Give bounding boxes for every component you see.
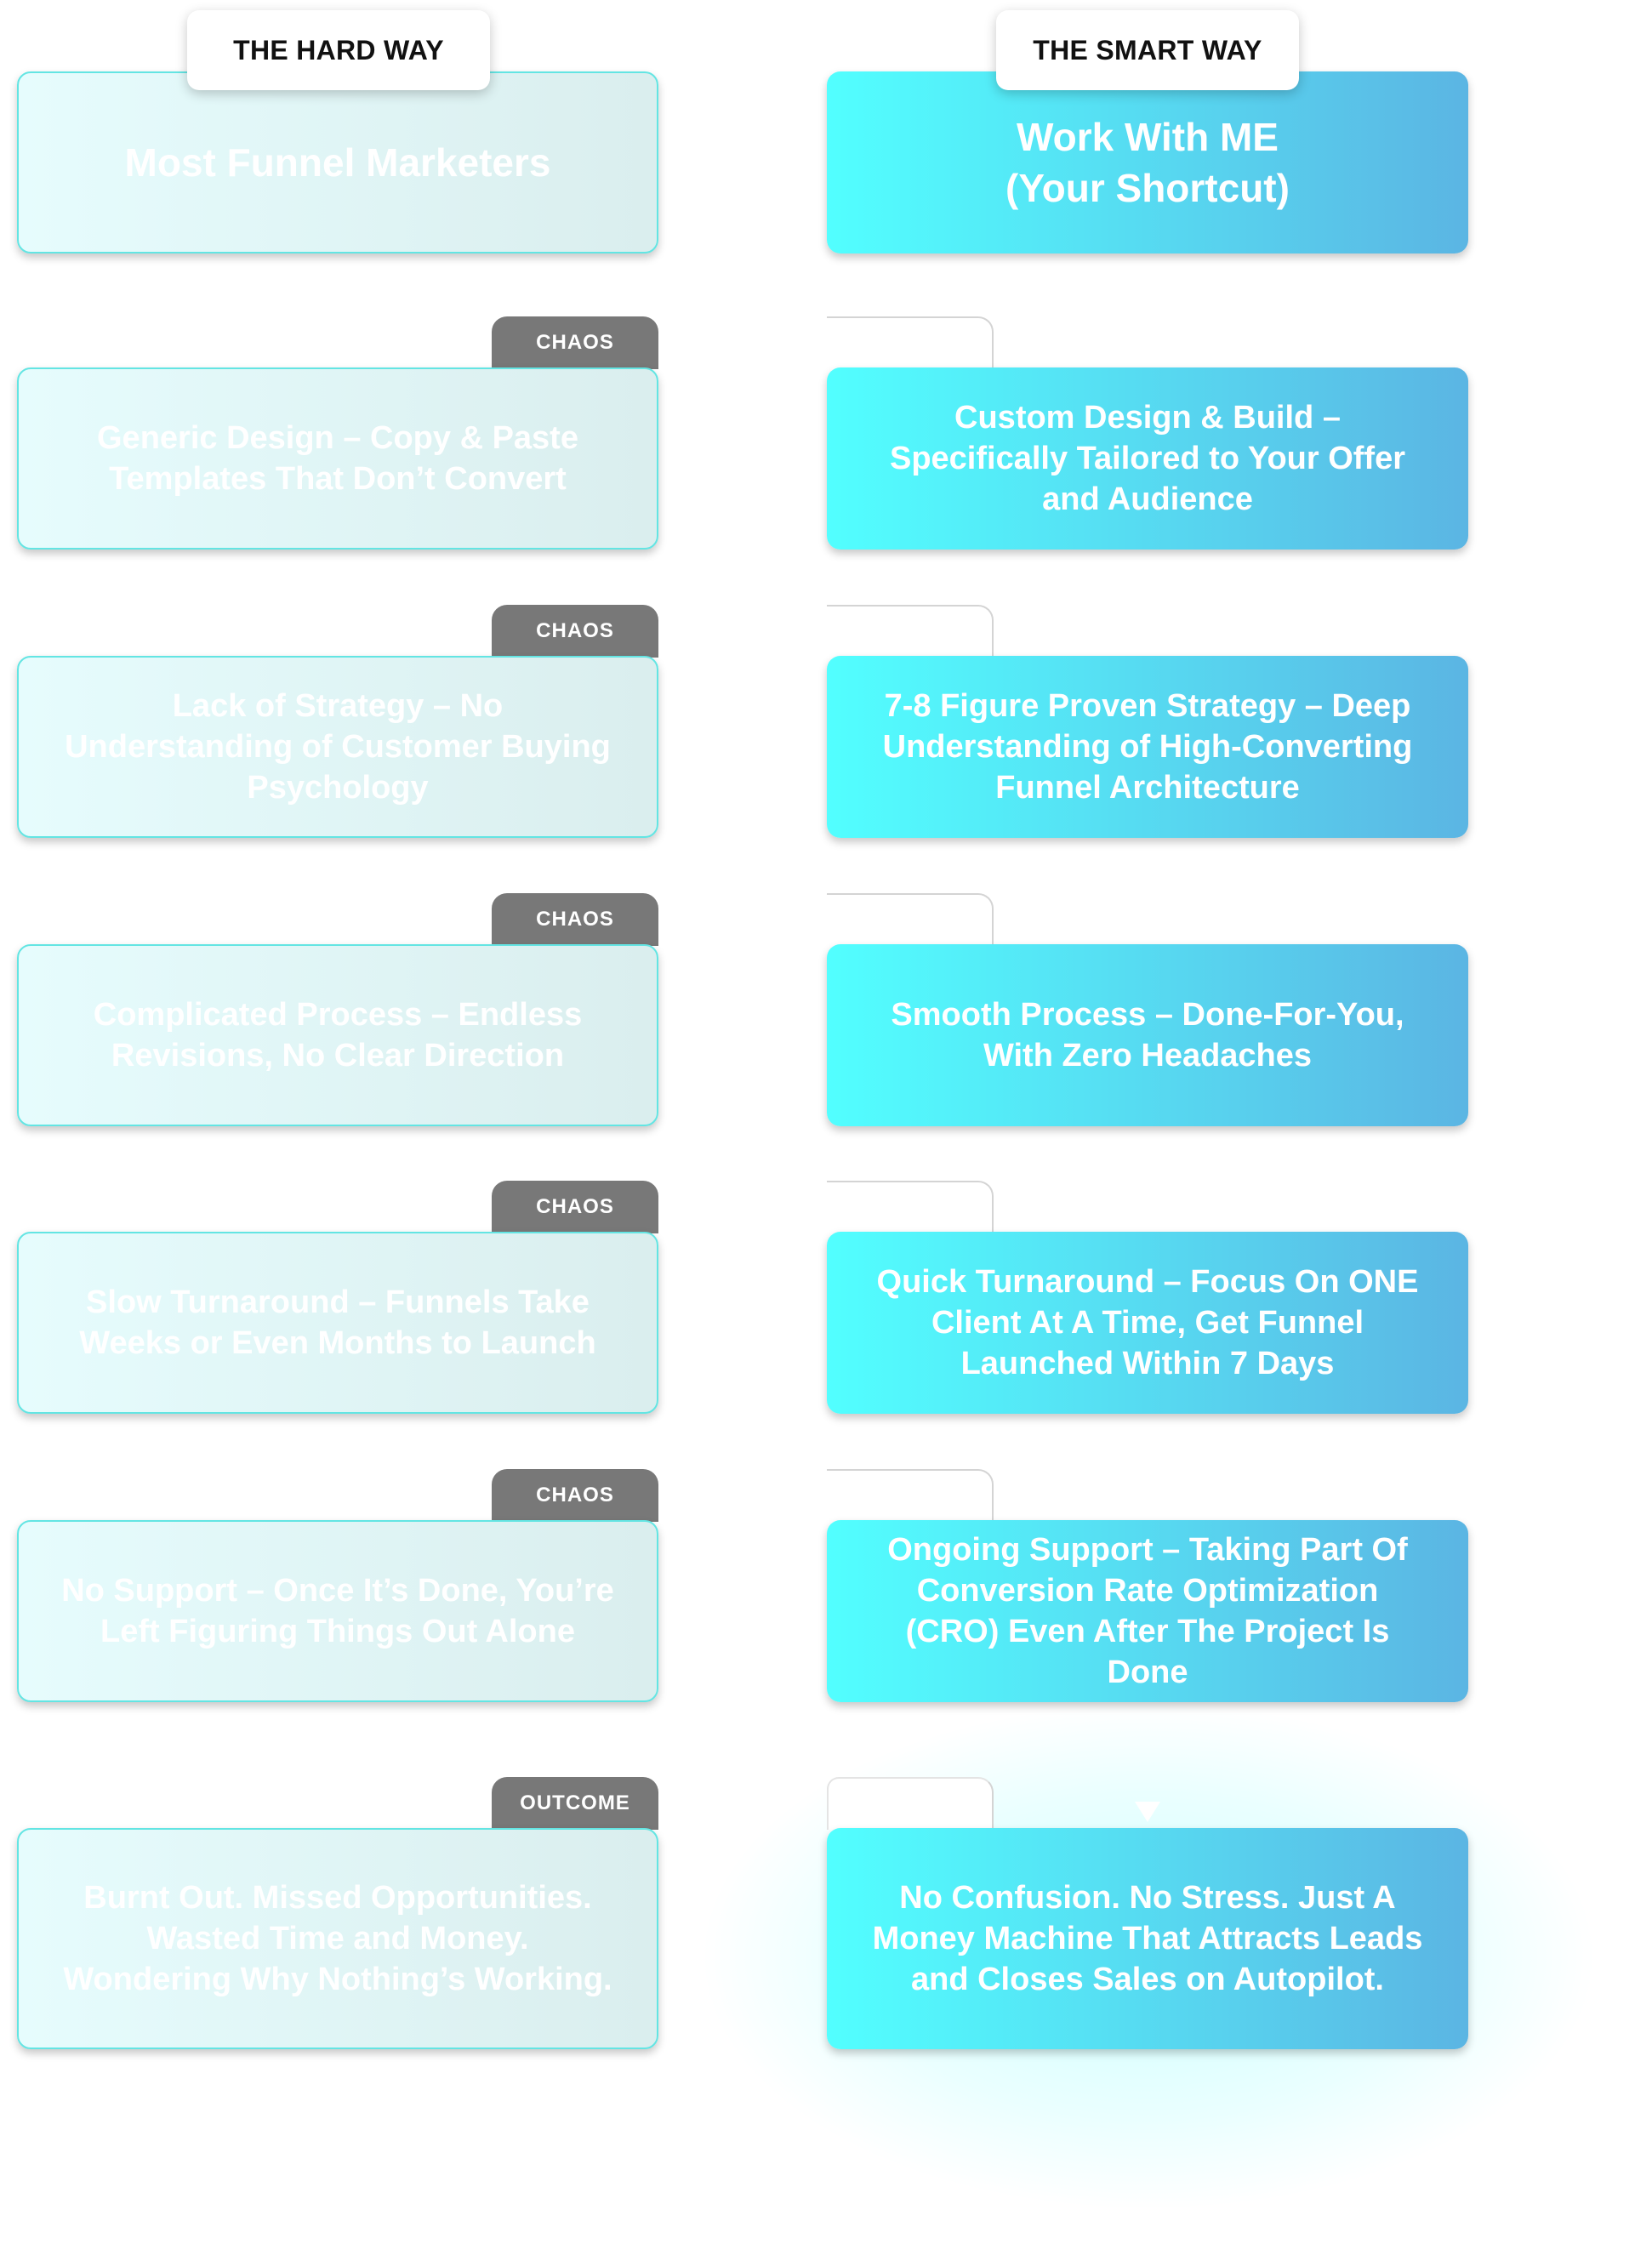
hard-way-card-text: Lack of Strategy – No Understanding of C… [65,688,611,806]
smart-way-tab [827,1469,994,1522]
smart-way-card: Quick Turnaround – Focus On ONE Client A… [827,1232,1468,1414]
hard-way-card-text: Slow Turnaround – Funnels Take Weeks or … [79,1284,596,1361]
smart-way-card: Custom Design & Build – Specifically Tai… [827,367,1468,550]
hard-way-card: No Support – Once It’s Done, You’re Left… [17,1520,658,1702]
smart-way-outcome-text: No Confusion. No Stress. Just A Money Ma… [872,1880,1423,1997]
smart-way-card: Smooth Process – Done-For-You, With Zero… [827,944,1468,1126]
hard-way-card: Slow Turnaround – Funnels Take Weeks or … [17,1232,658,1414]
smart-way-label: THE SMART WAY [996,10,1299,90]
hard-way-card: Lack of Strategy – No Understanding of C… [17,656,658,838]
hard-way-label: THE HARD WAY [187,10,490,90]
hard-way-card-text: Generic Design – Copy & Paste Templates … [97,420,578,497]
smart-way-card-text: Ongoing Support – Taking Part Of Convers… [887,1532,1408,1690]
smart-way-card: 7-8 Figure Proven Strategy – Deep Unders… [827,656,1468,838]
smart-way-card-text: Custom Design & Build – Specifically Tai… [889,400,1406,517]
hard-way-outcome-text: Burnt Out. Missed Opportunities. Wasted … [63,1880,612,1997]
smart-way-title-line2: (Your Shortcut) [1005,166,1290,210]
hard-way-card: Generic Design – Copy & Paste Templates … [17,367,658,550]
hard-way-title: Most Funnel Marketers [124,140,551,185]
smart-way-tab [827,605,994,658]
smart-way-outcome-tab [827,1777,994,1830]
smart-way-tab [827,893,994,946]
smart-way-outcome-card: No Confusion. No Stress. Just A Money Ma… [827,1828,1468,2049]
smart-way-card: Ongoing Support – Taking Part Of Convers… [827,1520,1468,1702]
smart-way-card-text: Smooth Process – Done-For-You, With Zero… [891,997,1404,1074]
smart-way-card-text: Quick Turnaround – Focus On ONE Client A… [876,1264,1419,1381]
hard-way-card: Complicated Process – Endless Revisions,… [17,944,658,1126]
hard-way-title-card: Most Funnel Marketers [17,71,658,253]
chaos-tag: CHAOS [492,605,658,658]
outcome-tag: OUTCOME [492,1777,658,1830]
smart-way-title-line1: Work With ME [1017,115,1279,159]
chaos-tag: CHAOS [492,1469,658,1522]
chaos-tag: CHAOS [492,893,658,946]
smart-way-card-text: 7-8 Figure Proven Strategy – Deep Unders… [882,688,1413,806]
chaos-tag: CHAOS [492,1181,658,1233]
down-arrow-icon [1135,1802,1160,1822]
smart-way-title-card: Work With ME (Your Shortcut) [827,71,1468,253]
hard-way-card-text: Complicated Process – Endless Revisions,… [93,997,583,1074]
chaos-tag: CHAOS [492,316,658,369]
smart-way-tab [827,316,994,369]
smart-way-tab [827,1181,994,1233]
hard-way-outcome-card: Burnt Out. Missed Opportunities. Wasted … [17,1828,658,2049]
hard-way-card-text: No Support – Once It’s Done, You’re Left… [61,1573,614,1649]
